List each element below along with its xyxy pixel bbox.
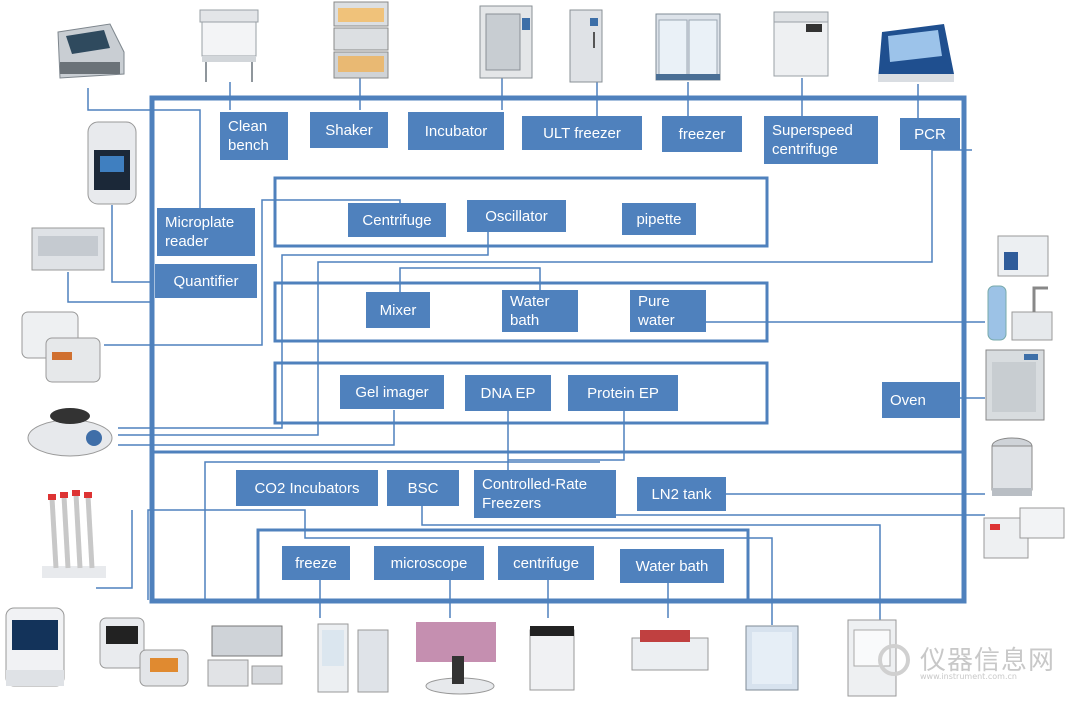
incubator-label: Incubator (408, 112, 504, 150)
bsc-image (847, 619, 897, 697)
pure-water-image (987, 285, 1053, 341)
watermark-url: www.instrument.com.cn (920, 672, 1017, 681)
electrophoresis-image (99, 617, 189, 687)
microscope-label: microscope (374, 546, 484, 580)
microplate-reader-image (57, 23, 125, 79)
water-bath-2-label: Water bath (620, 549, 724, 583)
centrifuge-2-label: centrifuge (498, 546, 594, 580)
freeze-image (317, 623, 389, 693)
clean-bench-image (199, 9, 259, 82)
ult-freezer-label: ULT freezer (522, 116, 642, 150)
gel-tank-image (207, 625, 283, 687)
water-bath-label: Water bath (502, 290, 578, 332)
pipette-image (42, 490, 106, 578)
incubator-image (479, 5, 533, 79)
centrifuge-2-image (529, 626, 575, 691)
superspeed-centrifuge-label: Superspeed centrifuge (764, 116, 878, 164)
vortex-mixer-image (27, 408, 113, 457)
controlled-rate-freezers-label: Controlled-Rate Freezers (474, 470, 616, 518)
mini-centrifuge-image (21, 311, 101, 383)
watermark-logo-icon (878, 644, 910, 676)
microplate-reader-label: Microplate reader (157, 208, 255, 256)
shaker-label: Shaker (310, 112, 388, 148)
mixer-label: Mixer (366, 292, 430, 328)
co2-incubators-label: CO2 Incubators (236, 470, 378, 506)
watermark-text: 仪器信息网 (920, 646, 1056, 676)
ln2-tank-label: LN2 tank (637, 477, 726, 511)
water-bath-2-image (631, 630, 709, 671)
freezer-image (655, 13, 721, 81)
quantifier-label: Quantifier (155, 264, 257, 298)
shaker-image (333, 1, 389, 79)
bsc-label: BSC (387, 470, 459, 506)
ln2-tank-image (991, 437, 1033, 496)
gel-imager-label: Gel imager (340, 375, 444, 409)
oscillator-label: Oscillator (467, 200, 566, 232)
quantifier-image (87, 121, 137, 205)
superspeed-centrifuge-image (773, 11, 829, 77)
dna-ep-label: DNA EP (465, 375, 551, 411)
ult-freezer-2-image (745, 625, 799, 691)
plate-reader-2-image (31, 227, 105, 271)
pcr-image (878, 24, 954, 82)
pipette-label: pipette (622, 203, 696, 235)
crf-image (983, 507, 1065, 559)
microscope-image (416, 622, 496, 695)
pcr-label: PCR (900, 118, 960, 150)
clean-bench-label: Clean bench (220, 112, 288, 160)
ult-freezer-image (569, 9, 603, 83)
water-bath-image (997, 235, 1049, 277)
freezer-label: freezer (662, 116, 742, 152)
freeze-label: freeze (282, 546, 350, 580)
protein-ep-label: Protein EP (568, 375, 678, 411)
gel-imager-image (5, 607, 65, 687)
oven-label: Oven (882, 382, 960, 418)
pure-water-label: Pure water (630, 290, 706, 332)
oven-image (985, 349, 1045, 421)
centrifuge-label: Centrifuge (348, 203, 446, 237)
